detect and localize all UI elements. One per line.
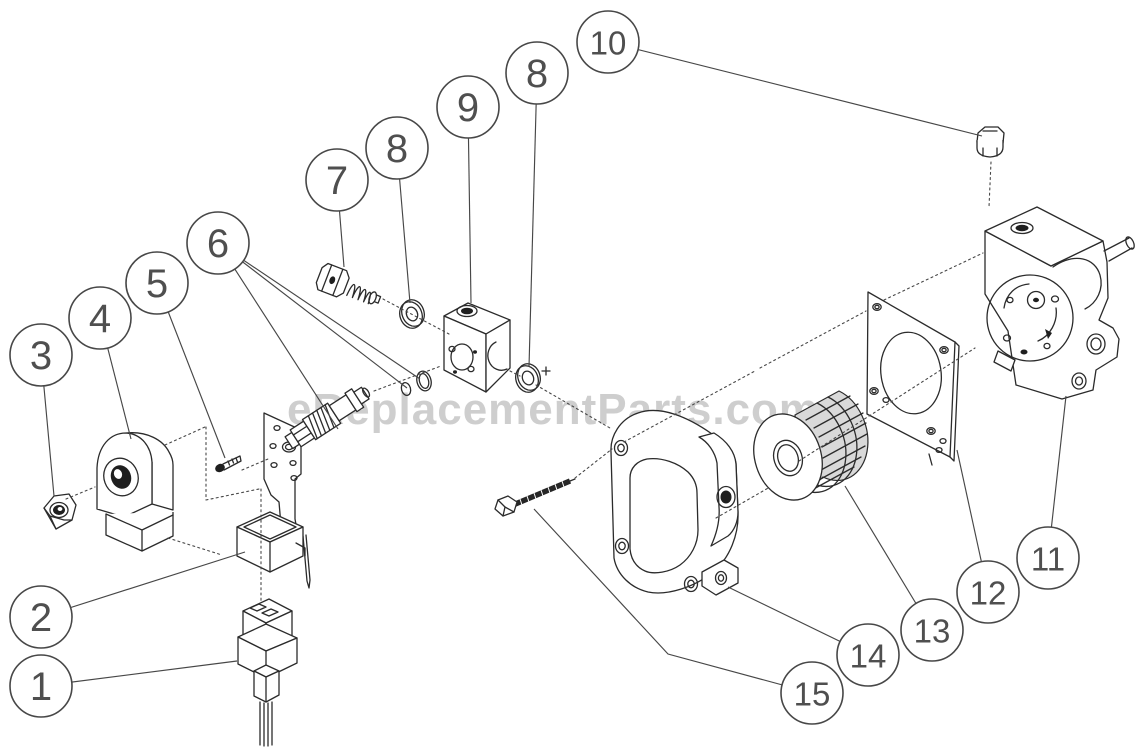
part-valve-plunger-drawing (284, 370, 432, 450)
balloon-11-number-11: 11 (1031, 541, 1065, 578)
assembly-dotted-lines (65, 161, 992, 603)
balloon-6-circle-5 (186, 211, 250, 275)
lead-wires (259, 701, 273, 747)
leader-line-9-8 (467, 106, 472, 304)
part-clamp-drawing (236, 511, 306, 573)
leader-line-6-5 (217, 242, 339, 430)
balloon-1-circle-0 (9, 654, 73, 718)
balloon-7-circle-6 (305, 148, 369, 212)
part-pump-body-drawing (984, 206, 1135, 400)
balloon-13-number-13: 13 (914, 613, 951, 650)
part-hex-bolt-drawing (494, 478, 576, 517)
leader-line-8-9 (528, 72, 538, 368)
balloon-15-number-15: 15 (794, 676, 831, 713)
datum-cross (541, 366, 551, 376)
leader-line-15-15 (533, 508, 813, 694)
balloon-11-circle-11 (1016, 526, 1080, 590)
part-valve-block-drawing (443, 302, 511, 393)
part-relief-fitting-drawing (315, 262, 382, 305)
balloon-7-number-6: 7 (326, 159, 348, 203)
part-solenoid-coil-drawing (96, 432, 174, 552)
part-hex-nut-drawing (43, 493, 77, 530)
o-ring-large (416, 370, 432, 392)
balloon-1-number-0: 1 (30, 665, 52, 709)
balloon-13-circle-13 (900, 598, 964, 662)
balloon-5-circle-4 (125, 251, 189, 315)
balloon-14-number-14: 14 (850, 638, 887, 675)
part-pump-cover-drawing (610, 409, 739, 596)
balloon-4-number-3: 4 (89, 297, 111, 341)
part-screw-drawing (215, 455, 242, 473)
balloon-10-number-10: 10 (590, 25, 627, 62)
balloon-14-circle-14 (836, 623, 900, 687)
part-hex-plug-drawing (976, 126, 1005, 158)
balloon-4-circle-3 (68, 286, 132, 350)
part-washer-b-drawing (515, 363, 551, 393)
leader-line-6-5 (217, 242, 408, 389)
part-washer-a-drawing (399, 299, 425, 329)
balloon-8-circle-7 (365, 116, 429, 180)
balloon-3-circle-2 (9, 323, 73, 387)
balloon-2-circle-1 (9, 585, 73, 649)
balloon-5-number-4: 5 (146, 262, 168, 306)
balloon-6-number-5: 6 (207, 222, 229, 266)
balloon-9-number-8: 9 (457, 86, 479, 130)
balloon-15-circle-15 (780, 661, 844, 725)
leader-line-6-5 (217, 242, 421, 380)
balloon-3-number-2: 3 (30, 334, 52, 378)
balloon-9-circle-8 (436, 75, 500, 139)
leader-line-2-1 (40, 551, 246, 618)
part-filter-drawing (753, 390, 869, 501)
leader-line-10-10 (607, 41, 983, 137)
balloon-8-circle-9 (505, 41, 569, 105)
balloon-2-number-1: 2 (30, 596, 52, 640)
leader-line-1-0 (40, 660, 238, 687)
balloon-8-number-7: 8 (386, 127, 408, 171)
part-gasket-drawing (866, 291, 960, 466)
balloon-8-number-9: 8 (526, 52, 548, 96)
o-ring-small (400, 381, 412, 397)
balloon-12-circle-12 (956, 560, 1020, 624)
watermark-text: eReplacementParts.com (287, 385, 819, 434)
part-connector-drawing (237, 598, 298, 747)
balloon-10-circle-10 (576, 10, 640, 74)
balloon-12-number-12: 12 (970, 575, 1007, 612)
